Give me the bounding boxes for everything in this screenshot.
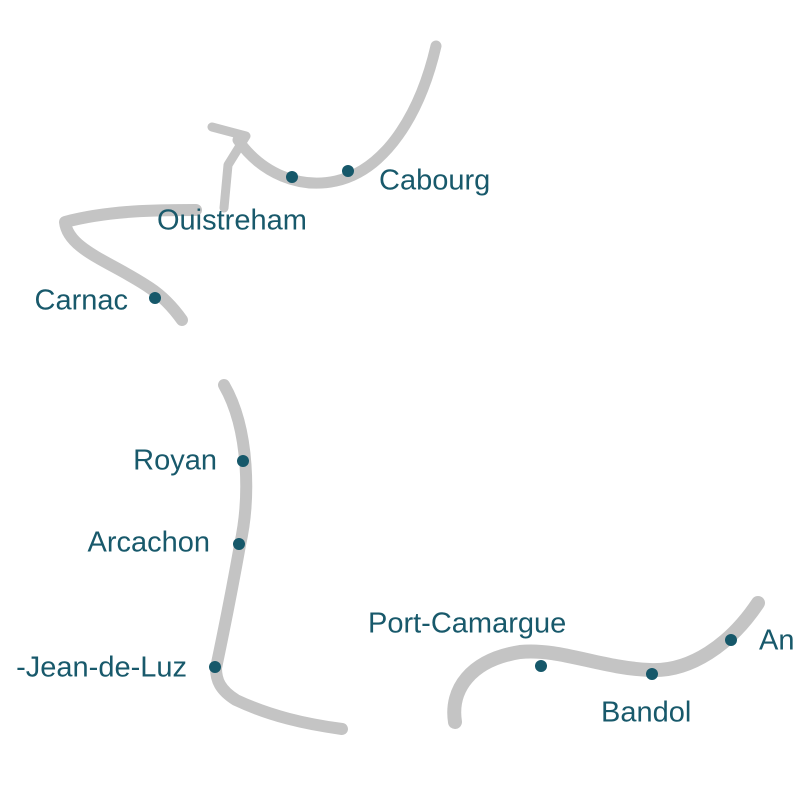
city-label-ouistreham: Ouistreham bbox=[157, 204, 307, 237]
city-marker-ouistreham[interactable] bbox=[286, 171, 298, 183]
coastline-atlantic bbox=[210, 379, 348, 735]
coastline-channel bbox=[232, 40, 442, 189]
city-label-bandol: Bandol bbox=[601, 696, 692, 729]
city-marker-bandol[interactable] bbox=[646, 668, 658, 680]
city-marker-saint-jean-de-luz[interactable] bbox=[209, 661, 221, 673]
city-marker-royan[interactable] bbox=[237, 455, 249, 467]
city-label-saint-jean-de-luz: -Jean-de-Luz bbox=[16, 651, 187, 684]
city-label-royan: Royan bbox=[133, 444, 217, 477]
city-marker-antibes[interactable] bbox=[725, 634, 737, 646]
city-marker-cabourg[interactable] bbox=[342, 165, 354, 177]
city-marker-arcachon[interactable] bbox=[233, 538, 245, 550]
city-label-arcachon: Arcachon bbox=[87, 526, 210, 559]
city-label-antibes: An bbox=[759, 624, 795, 657]
coastline-mediterranean bbox=[447, 596, 765, 729]
coastline-brittany bbox=[59, 204, 202, 326]
city-marker-carnac[interactable] bbox=[149, 292, 161, 304]
city-marker-port-camargue[interactable] bbox=[535, 660, 547, 672]
city-label-cabourg: Cabourg bbox=[379, 164, 491, 197]
coastline-cotentin bbox=[207, 122, 251, 213]
city-label-carnac: Carnac bbox=[34, 284, 129, 317]
city-label-port-camargue: Port-Camargue bbox=[368, 607, 567, 640]
